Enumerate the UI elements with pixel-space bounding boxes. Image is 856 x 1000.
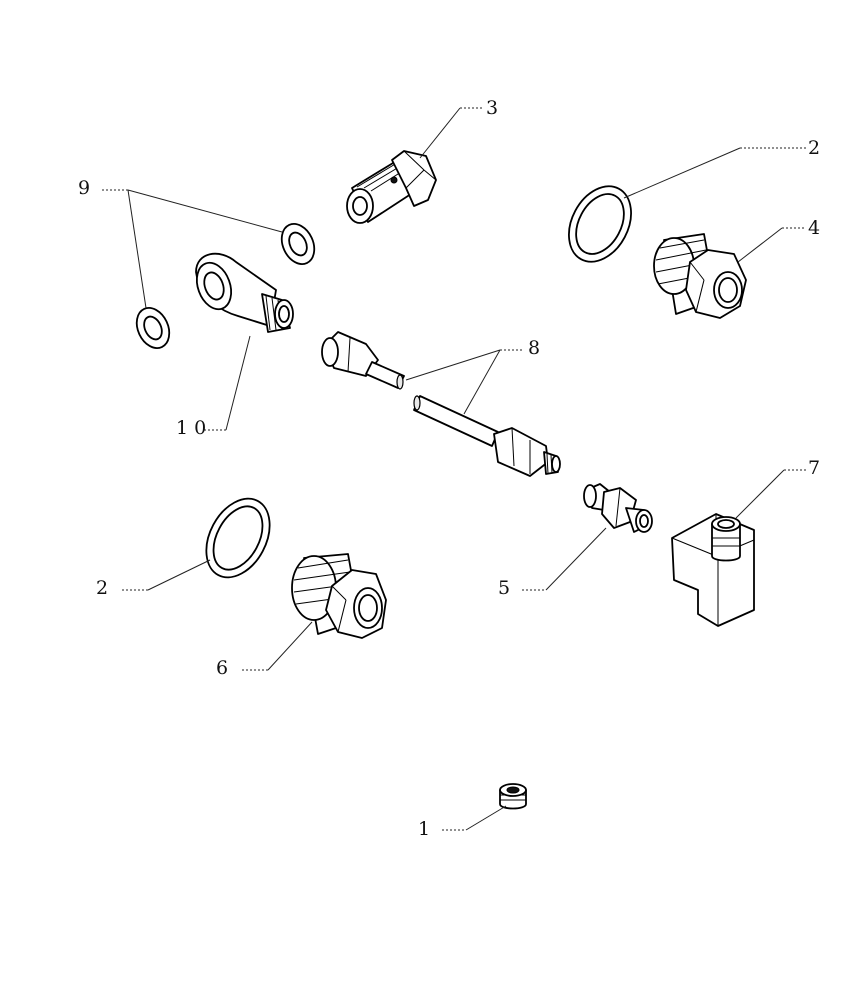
- banjo-eye-fitting-part: [195, 252, 294, 333]
- sealing-washer-upper-part: [568, 185, 632, 263]
- callout-9: 1 0: [176, 417, 206, 439]
- small-washers-part: [135, 223, 316, 349]
- callout-4: 4: [808, 217, 820, 239]
- callout-5: 5: [498, 577, 510, 599]
- callout-labels: 3 2 4 9 1 0 8 7 5 2 6 1: [78, 97, 820, 840]
- sensor-connector-part: [671, 513, 755, 627]
- pipe-assembly-part: [321, 331, 561, 477]
- leader-lines: [102, 107, 806, 831]
- union-fitting-lower-part: [291, 553, 387, 639]
- banjo-bolt-part: [346, 150, 437, 224]
- callout-7: 7: [808, 457, 820, 479]
- callout-1: 1: [418, 818, 430, 840]
- callout-2-lower: 2: [96, 577, 108, 599]
- double-nipple-adapter-part: [583, 483, 653, 533]
- callout-8: 9: [78, 177, 90, 199]
- callout-6: 6: [216, 657, 228, 679]
- sealing-washer-lower-part: [205, 497, 271, 579]
- set-screw-part: [499, 783, 527, 810]
- callout-3: 3: [486, 97, 498, 119]
- union-fitting-upper-part: [653, 233, 747, 319]
- callout-10: 8: [528, 337, 540, 359]
- callout-2-upper: 2: [808, 137, 820, 159]
